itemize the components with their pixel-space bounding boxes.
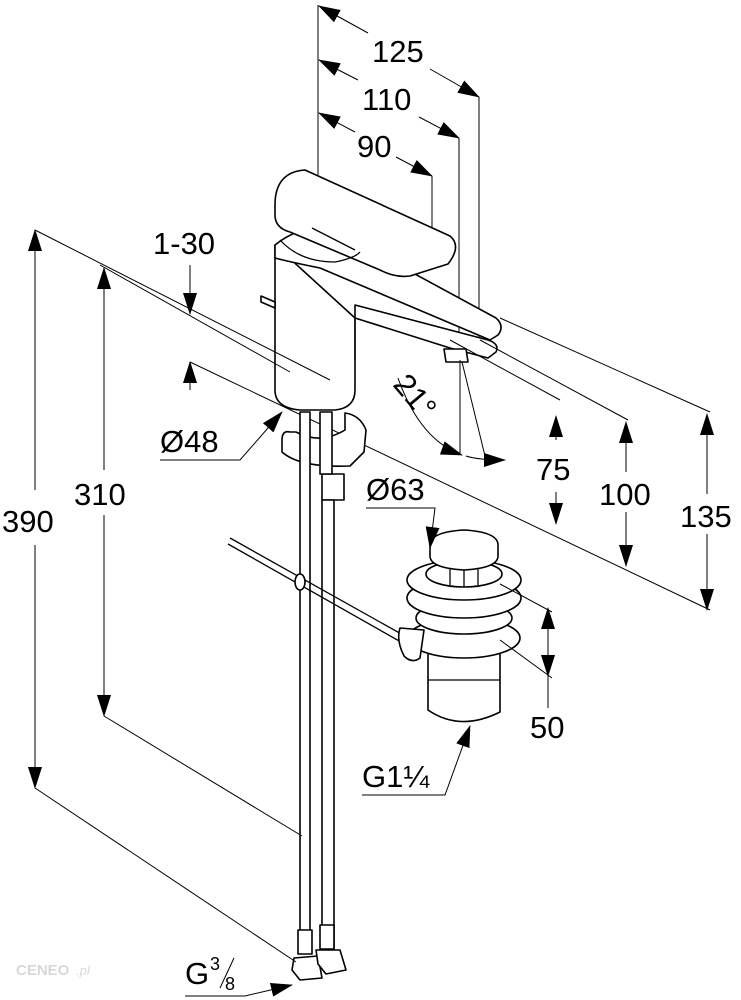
dim-label-135: 135 [680, 499, 732, 534]
hex-nut-left [291, 955, 323, 981]
dim-label-g114: G1¼ [362, 759, 430, 794]
dim-line-125-left [318, 5, 369, 34]
dim-label-50: 50 [530, 710, 564, 745]
hex-nut-top [321, 473, 345, 501]
hose-ferrule-right [319, 924, 335, 950]
threaded-rod [319, 411, 333, 475]
drain-lever-connector [397, 627, 425, 662]
drain-height-dimension: 50 [499, 583, 564, 745]
watermark: CENEO .pl [16, 962, 91, 979]
body-diameter-dimension: Ø48 [160, 411, 283, 461]
spout-angle-dimension: 21° [387, 360, 506, 467]
hose-thread-dimension: G 3 8 [185, 954, 293, 997]
height-extension-lines [34, 229, 711, 611]
faucet-body [260, 169, 502, 411]
dim-label-310: 310 [74, 477, 126, 512]
popup-rod-top-edge [229, 537, 413, 641]
watermark-brand: CENEO [16, 962, 70, 979]
angle-arc-right [465, 452, 506, 467]
hose-ferrule-left [297, 929, 313, 955]
dim-label-dia63: Ø63 [366, 472, 425, 507]
mounting-hardware [281, 411, 367, 981]
dim-line-125-right [429, 68, 480, 98]
deck-reference-line [189, 361, 711, 611]
dia63-leader [366, 507, 440, 549]
aerator [443, 348, 469, 363]
drain-diameter-dimension: Ø63 [366, 472, 440, 549]
dim-label-deck: 1-30 [153, 226, 215, 261]
lever-handle [274, 169, 457, 278]
dim-line-90-right [395, 156, 433, 177]
drain-assembly [397, 529, 522, 723]
deck-top-line [99, 264, 291, 373]
angle-arc-left [397, 377, 463, 456]
hex-nut-right [315, 949, 347, 975]
ext-75-top [449, 339, 561, 401]
dim-label-g38-prefix: G [185, 956, 209, 991]
dim-line-110-right [418, 116, 460, 139]
dim-label-75: 75 [536, 452, 570, 487]
dim-label-dia48: Ø48 [160, 424, 219, 459]
overall-height-dimensions: 390 310 [2, 229, 303, 963]
hose-right [321, 499, 335, 953]
angle-ref-inclined [461, 361, 487, 461]
popup-rod-stub [260, 295, 276, 309]
reach-dimensions: 125 110 90 [317, 5, 480, 350]
ext-390-bottom [34, 787, 297, 963]
g38-leader [185, 982, 293, 997]
dim-line-110-left [318, 59, 359, 81]
g114-leader [362, 725, 471, 796]
popup-rod [227, 537, 413, 647]
dia48-leader [160, 411, 283, 461]
drain-plug [429, 529, 499, 571]
popup-rod-bottom-edge [227, 543, 409, 647]
dim-label-100: 100 [599, 477, 651, 512]
dim-label-390: 390 [2, 504, 54, 539]
fraction-slash [219, 957, 235, 989]
ext-135-top [499, 317, 711, 413]
ext-100-top [479, 339, 629, 421]
ext-310-bottom [103, 715, 303, 837]
lever-slot [311, 227, 356, 251]
popup-rod-clip [294, 573, 306, 591]
dim-label-g38-num: 3 [210, 954, 220, 974]
dim-label-90: 90 [357, 129, 391, 164]
dim-label-angle: 21° [387, 367, 444, 425]
dim-label-110: 110 [362, 82, 411, 117]
watermark-suffix: .pl [76, 963, 91, 978]
drain-thread-dimension: G1¼ [362, 725, 471, 796]
drain-tailpiece [427, 639, 501, 723]
height-dimensions: 75 100 135 [536, 413, 732, 611]
dim-label-g38-den: 8 [225, 974, 235, 994]
ext-50-bottom [499, 639, 553, 679]
dim-line-90-left [318, 112, 356, 133]
lever-base [279, 239, 361, 263]
dim-label-125: 125 [372, 34, 424, 69]
deck-dimension: 1-30 [99, 226, 291, 390]
hose-left [299, 411, 311, 953]
top-reference-line [34, 229, 331, 381]
